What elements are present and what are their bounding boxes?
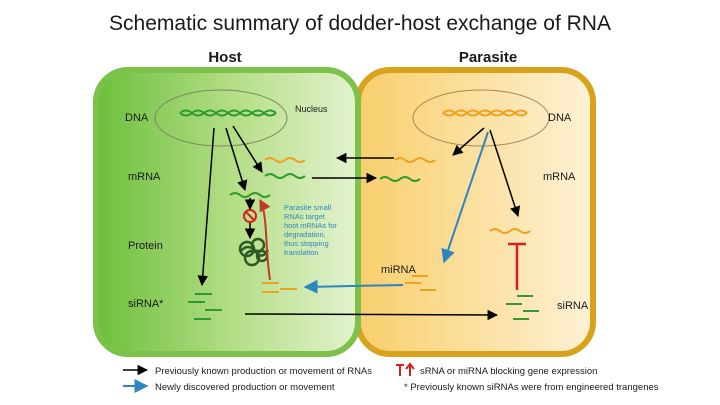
host-mrna-label: mRNA (128, 171, 161, 183)
parasite-nucleus (412, 89, 550, 147)
targeting-annotation: Parasite small RNAs target host mRNAs fo… (284, 203, 339, 257)
parasite-dna-helix (442, 109, 528, 117)
host-sirna-label: siRNA* (128, 298, 164, 310)
host-mrna-green-2 (229, 192, 271, 198)
known-arrows (197, 125, 521, 321)
legend-block-icon (396, 362, 415, 376)
host-sirna-strands (188, 293, 222, 320)
legend-block-text: sRNA or miRNA blocking gene expression (420, 366, 597, 377)
host-header: Host (208, 49, 241, 66)
host-dna-label: DNA (125, 112, 149, 124)
parasite-sirna-label: siRNA (557, 300, 589, 312)
parasite-dna-label: DNA (548, 112, 572, 124)
host-protein-label: Protein (128, 240, 163, 252)
sirna-block-symbol (508, 242, 526, 290)
new-arrows (303, 131, 489, 294)
parasite-header: Parasite (459, 49, 517, 66)
legend-black-arrow-text: Previously known production or movement … (155, 366, 372, 377)
parasite-sirna-strands (506, 295, 539, 320)
parasite-mirna-label: miRNA (381, 264, 416, 276)
host-dna-helix (179, 109, 277, 117)
legend: Previously known production or movement … (123, 362, 659, 393)
legend-footnote: * Previously known siRNAs were from engi… (404, 382, 659, 393)
diagram-title: Schematic summary of dodder-host exchang… (109, 12, 611, 35)
legend-blue-arrow-text: Newly discovered production or movement (155, 382, 335, 393)
parasite-mirna-strands (405, 275, 436, 291)
targeting-arrow (259, 198, 271, 281)
host-mirna-strands (262, 282, 297, 293)
host-panel (93, 67, 361, 357)
host-mrna-orange (264, 157, 306, 163)
nucleus-label: Nucleus (295, 104, 328, 114)
parasite-mrna-orange-2 (489, 228, 531, 234)
parasite-mrna-green (379, 176, 421, 182)
host-nucleus (154, 89, 288, 147)
parasite-mrna-label: mRNA (543, 171, 576, 183)
host-mrna-green-1 (264, 173, 306, 179)
parasite-mrna-orange (394, 157, 436, 163)
